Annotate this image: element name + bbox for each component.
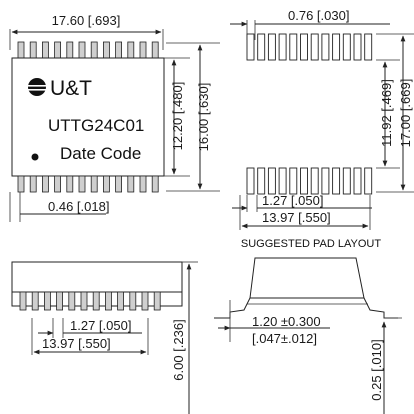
- solder-pad: [278, 33, 287, 61]
- side-pin: [105, 291, 112, 311]
- lead-width-dimension: 0.46 [.018]: [48, 199, 109, 214]
- solder-pad: [289, 167, 298, 195]
- solder-pad: [310, 33, 319, 61]
- side-pin: [92, 291, 100, 311]
- solder-pad: [321, 33, 330, 61]
- date-code-label: Date Code: [60, 144, 141, 163]
- end-body: [249, 257, 365, 299]
- pad-inner-dimension: 11.92 [.469]: [379, 79, 394, 147]
- overall-width-dimension: 16.00 [.630]: [196, 83, 211, 152]
- solder-pad: [246, 167, 255, 195]
- solder-pad: [321, 167, 330, 195]
- side-pin: [141, 291, 149, 311]
- solder-pad: [267, 167, 276, 195]
- chip-pin: [54, 41, 61, 59]
- solder-pad: [278, 167, 287, 195]
- top-view: 17.60 [.693] U&T UTTG24C01 Date Code 0.4…: [9, 13, 220, 222]
- chip-pin: [139, 175, 147, 193]
- chip-pin: [42, 41, 49, 59]
- chip-pin: [115, 175, 122, 193]
- chip-pin: [29, 175, 37, 193]
- chip-pin: [127, 175, 135, 193]
- solder-pad: [257, 33, 266, 61]
- chip-pin: [90, 175, 98, 193]
- side-pin: [68, 291, 76, 311]
- pad-layout-view: 0.76 [.030] 11.92 [.469] 17.00 [.669] 1.…: [230, 8, 414, 250]
- solder-pad: [300, 33, 308, 61]
- chip-pin: [17, 175, 25, 193]
- side-pin: [153, 291, 161, 311]
- pads-lower: [246, 167, 373, 195]
- top-pins-upper: [17, 41, 159, 59]
- top-pins-lower: [17, 175, 159, 193]
- solder-pad: [342, 33, 351, 61]
- left-lead: [214, 297, 251, 319]
- suggested-pad-layout-caption: SUGGESTED PAD LAYOUT: [241, 238, 381, 250]
- pad-outer-dimension: 17.00 [.669]: [398, 79, 413, 148]
- chip-body: [11, 57, 165, 177]
- solder-pad: [353, 167, 362, 195]
- pad-span-dimension: 13.97 [.550]: [262, 210, 331, 225]
- chip-pin: [54, 175, 61, 193]
- chip-pin: [115, 41, 122, 59]
- right-lead: [363, 297, 398, 319]
- side-pin: [31, 291, 39, 311]
- solder-pad: [342, 167, 351, 195]
- body-width-dimension: 12.20 [.480]: [170, 82, 185, 151]
- chip-pin: [42, 175, 49, 193]
- solder-pad: [300, 167, 308, 195]
- chip-pin: [17, 41, 25, 59]
- side-pins: [19, 291, 161, 311]
- chip-pin: [29, 41, 37, 59]
- solder-pad: [353, 33, 362, 61]
- height-dimension: 6.00 [.236]: [171, 319, 186, 380]
- pad-width-dimension: 0.76 [.030]: [288, 8, 349, 23]
- standoff-dimension-inch: [.047±.012]: [252, 331, 317, 346]
- solder-pad: [246, 33, 255, 61]
- chip-pin: [151, 41, 159, 59]
- solder-pad: [289, 33, 298, 61]
- chip-pin: [127, 41, 135, 59]
- standoff-dimension: 1.20 ±0.300: [252, 314, 321, 329]
- side-pin: [117, 291, 124, 311]
- side-view: 1.27 [.050] 13.97 [.550] 6.00 [.236]: [11, 261, 198, 414]
- solder-pad: [267, 33, 276, 61]
- side-pin: [44, 291, 51, 311]
- side-pin: [80, 291, 88, 311]
- chip-pin: [139, 41, 147, 59]
- solder-pad: [332, 33, 341, 61]
- side-pin: [56, 291, 63, 311]
- pad-pitch-dimension: 1.27 [.050]: [262, 193, 323, 208]
- side-pin: [129, 291, 137, 311]
- chip-pin: [103, 175, 110, 193]
- part-number: UTTG24C01: [48, 116, 144, 135]
- foot-dimension: 0.25 [.010]: [369, 339, 384, 400]
- top-width-dimension: 17.60 [.693]: [52, 13, 121, 28]
- chip-pin: [66, 41, 74, 59]
- chip-pin: [66, 175, 74, 193]
- chip-pin: [90, 41, 98, 59]
- end-view: 1.20 ±0.300 [.047±.012] 0.25 [.010]: [214, 257, 402, 414]
- side-span-dimension: 13.97 [.550]: [42, 336, 111, 351]
- brand-name: U&T: [50, 77, 92, 100]
- solder-pad: [364, 33, 373, 61]
- chip-pin: [78, 175, 86, 193]
- side-pitch-dimension: 1.27 [.050]: [70, 318, 131, 333]
- logo-icon: [27, 78, 47, 96]
- solder-pad: [332, 167, 341, 195]
- chip-pin: [151, 175, 159, 193]
- chip-pin: [78, 41, 86, 59]
- pads-upper: [246, 33, 373, 61]
- pin1-dot: [31, 153, 39, 161]
- solder-pad: [257, 167, 266, 195]
- side-pin: [19, 291, 27, 311]
- solder-pad: [364, 167, 373, 195]
- chip-pin: [103, 41, 110, 59]
- solder-pad: [310, 167, 319, 195]
